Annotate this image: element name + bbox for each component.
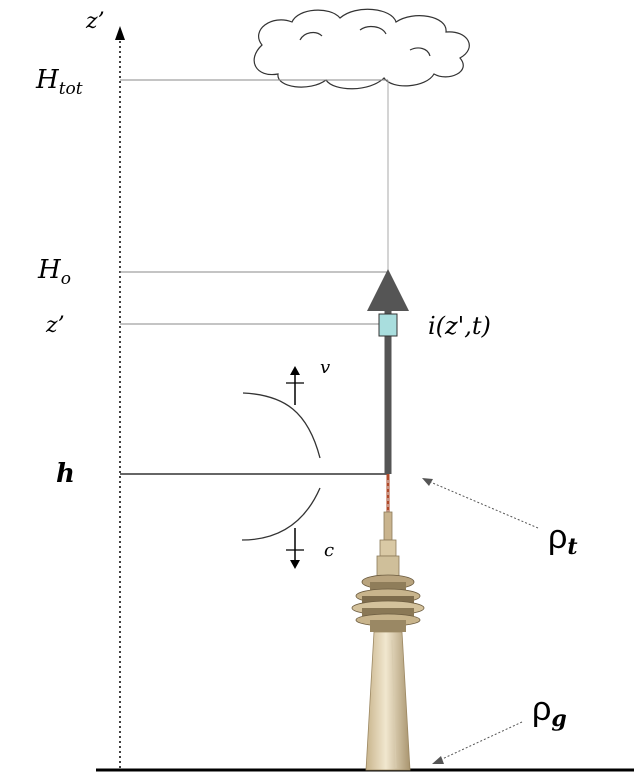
rho-t-pointer — [427, 480, 539, 529]
z-axis-label: z’ — [85, 9, 105, 34]
upward-arrowhead — [290, 366, 300, 375]
downward-wave-label: c — [324, 540, 334, 561]
zprime-label: z’ — [45, 313, 65, 338]
channel-tip-arrowhead — [380, 270, 396, 287]
ho-label: Ho — [37, 255, 71, 289]
rho-g-label: ρg — [532, 690, 567, 732]
rho-g-pointer — [439, 721, 523, 761]
tower — [351, 474, 425, 771]
z-axis-arrowhead — [115, 26, 125, 40]
rho-g-pointer-head — [432, 756, 444, 764]
upward-wave-label: v — [320, 357, 330, 378]
rho-t-label: ρt — [548, 518, 578, 560]
h-label: h — [56, 459, 75, 489]
current-label: i(z',t) — [428, 312, 491, 340]
downward-arrowhead — [290, 560, 300, 569]
upward-wave-curve — [242, 392, 321, 459]
htot-label: Htot — [35, 65, 83, 99]
rho-t-pointer-head — [422, 478, 433, 486]
downward-wave-curve — [241, 487, 321, 541]
cloud-icon — [253, 8, 470, 90]
current-segment — [378, 313, 398, 337]
